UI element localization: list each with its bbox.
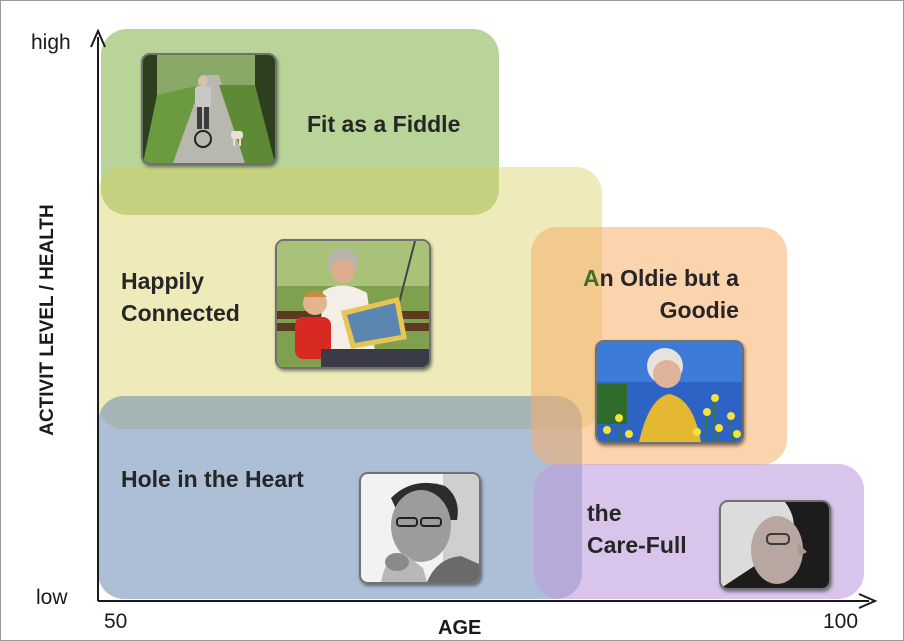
photo-elderly-woman-in-flowers xyxy=(595,340,744,444)
region-hole-in-the-heart xyxy=(98,396,582,599)
x-axis-arrow xyxy=(858,593,878,609)
segment-label-care-full: the Care-Full xyxy=(587,498,687,561)
y-axis-arrow xyxy=(90,28,106,48)
segment-label-rest: n Oldie but a xyxy=(599,265,739,291)
segment-label-line: Connected xyxy=(121,299,240,326)
segment-label-line: Care-Full xyxy=(587,531,687,558)
segment-label-hole-in-the-heart: Hole in the Heart xyxy=(121,466,304,492)
segment-label-initial: A xyxy=(583,265,600,291)
photo-grandmother-reading-to-child xyxy=(275,239,431,369)
y-axis-low-label: low xyxy=(36,586,68,609)
x-axis-end-label: 100 xyxy=(823,610,859,633)
y-axis-high-label: high xyxy=(31,31,71,54)
segment-label-oldie-but-goodie: An Oldie but a Goodie xyxy=(583,263,739,326)
photo-thoughtful-elderly-man xyxy=(359,472,481,584)
x-axis-title: AGE xyxy=(438,617,482,639)
segment-label-line: An Oldie but a xyxy=(583,263,739,295)
segment-label-fit-as-a-fiddle: Fit as a Fiddle xyxy=(307,111,461,137)
segment-label-happily-connected: Happily Connected xyxy=(121,266,240,329)
segment-label-line: the xyxy=(587,500,622,526)
segment-label-line: Goodie xyxy=(659,296,739,323)
y-axis-title: ACTIVIT LEVEL / HEALTH xyxy=(37,204,58,436)
photo-man-cycling-with-dog xyxy=(141,53,277,165)
photo-elderly-woman-profile xyxy=(719,500,831,590)
segment-label-line: Happily xyxy=(121,268,205,294)
x-axis-start-label: 50 xyxy=(104,610,128,633)
